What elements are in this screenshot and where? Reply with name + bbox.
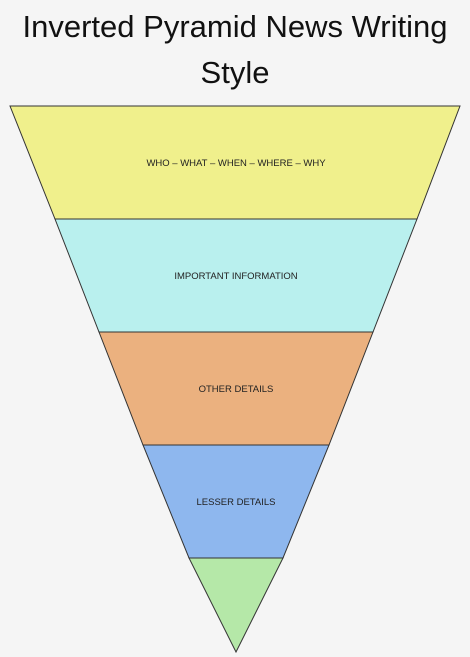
diagram-title: Inverted Pyramid News Writing Style (0, 4, 470, 96)
layer-label-1: WHO – WHAT – WHEN – WHERE – WHY (146, 158, 326, 169)
layer-label-2: IMPORTANT INFORMATION (174, 271, 297, 282)
layer-other-details: OTHER DETAILS (98, 331, 374, 446)
title-line-1: Inverted Pyramid News Writing (22, 9, 448, 44)
layer-lesser-details: LESSER DETAILS (142, 444, 330, 559)
layer-label-3: OTHER DETAILS (199, 384, 274, 395)
layer-tip (188, 557, 284, 654)
layer-shape-5 (188, 557, 284, 654)
layer-important-information: IMPORTANT INFORMATION (54, 218, 418, 333)
layer-who-what: WHO – WHAT – WHEN – WHERE – WHY (9, 105, 461, 220)
layer-label-4: LESSER DETAILS (196, 497, 275, 508)
title-line-2: Style (200, 55, 270, 90)
